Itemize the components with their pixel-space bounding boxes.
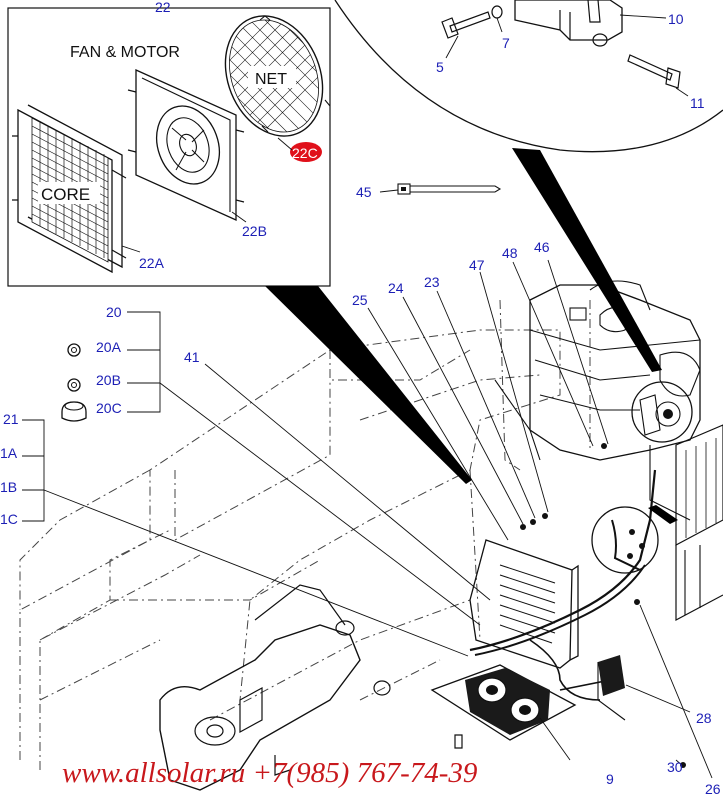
callout-24: 24: [388, 280, 404, 296]
callout-20c: 20C: [96, 400, 122, 416]
callout-20: 20: [106, 304, 122, 320]
callout-20a: 20A: [96, 339, 122, 355]
plate-slots: [499, 564, 556, 644]
callout-5: 5: [436, 59, 444, 75]
callout-22: 22: [155, 0, 171, 15]
callout-48: 48: [502, 245, 518, 261]
callout-22a: 22A: [139, 255, 165, 271]
net-label: NET: [255, 71, 287, 88]
callout-22c-badge: [290, 142, 322, 162]
callout-41: 41: [184, 349, 200, 365]
callout-7: 7: [502, 35, 510, 51]
watermark-text: www.allsolar.ru +7(985) 767-74-39: [62, 757, 478, 789]
core-label: CORE: [41, 185, 90, 204]
callout-28: 28: [696, 710, 712, 726]
callout-30: 30: [667, 759, 683, 775]
small-parts-20: [61, 343, 87, 422]
callout-23: 23: [424, 274, 440, 290]
leader-lines: [22, 14, 713, 779]
callout-22c: 22C: [292, 145, 318, 161]
callout-47: 47: [469, 257, 485, 273]
fan-shroud: [127, 68, 245, 222]
callout-10: 10: [668, 11, 684, 27]
callout-21b: 1B: [0, 479, 17, 495]
boom-section: [159, 584, 391, 791]
callout-21c: 1C: [0, 511, 18, 527]
radiator-core: CORE: [12, 104, 127, 274]
callout-25: 25: [352, 292, 368, 308]
cable-tie-45: [397, 183, 502, 195]
callout-9: 9: [606, 771, 614, 787]
callout-26: 26: [705, 781, 721, 797]
callout-11: 11: [690, 95, 705, 111]
callout-45: 45: [356, 184, 372, 200]
bracket-detail: [334, 0, 723, 372]
callout-20b: 20B: [96, 372, 121, 388]
callout-46: 46: [534, 239, 550, 255]
inset-title: FAN & MOTOR: [70, 44, 180, 61]
fan-motor-inset: CORE: [7, 6, 472, 484]
callout-21a: 1A: [0, 445, 18, 461]
grille-lines: [685, 438, 717, 538]
engine-block: [494, 280, 723, 621]
machine-frame: [19, 299, 591, 770]
callout-21: 21: [3, 411, 19, 427]
callout-22b: 22B: [242, 223, 267, 239]
valve-assembly: [430, 443, 686, 768]
